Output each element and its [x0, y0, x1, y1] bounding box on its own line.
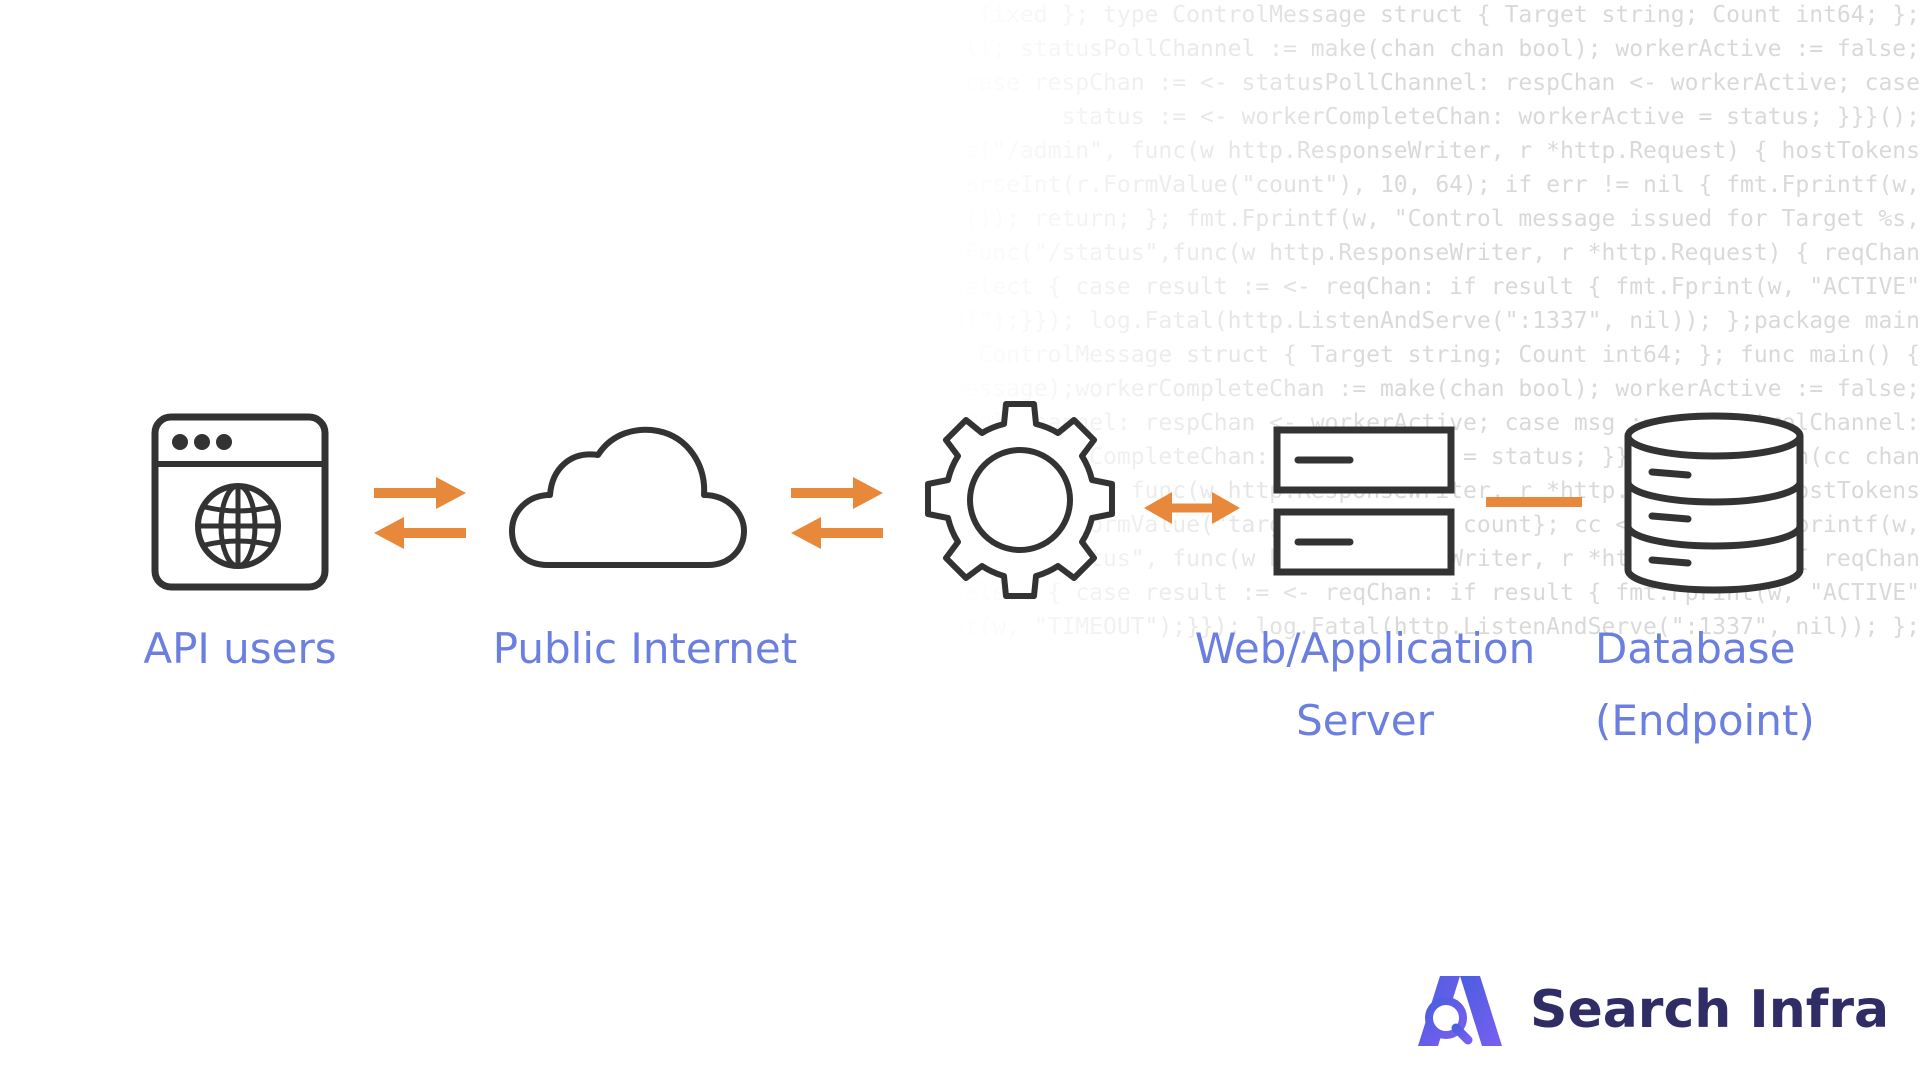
two-way-arrow-icon — [374, 477, 466, 549]
cloud-icon — [509, 426, 747, 568]
code-line: return; case <- timeout: fmt.Fprint(w, "… — [950, 308, 1920, 334]
code-line: err.Error()); return; }; fmt.Fprintf(w, … — [950, 206, 1920, 232]
code-line: count, err := strconv.ParseInt(r.FormVal… — [950, 172, 1920, 198]
code-line: http.HandleFunc("/status",func(w http.Re… — [950, 240, 1920, 266]
node-label-public-internet: Public Internet — [492, 624, 798, 673]
server-icon — [1273, 426, 1455, 576]
double-arrow-icon — [1144, 492, 1240, 524]
connector-line — [1486, 497, 1582, 507]
node-label-web-app-server-line1: Web/Application — [1194, 624, 1536, 673]
code-line: timeout := time.After(time.Second); sele… — [950, 274, 1920, 300]
search-infra-logo-icon — [1418, 976, 1502, 1046]
code-line: } else { fmt.Fprint(w, "INACTIVE"); }; r… — [950, 614, 1920, 640]
code-line: http.HandleFunc("/admin", func(w http.Re… — [950, 138, 1920, 164]
two-way-arrow-icon — [791, 477, 883, 549]
background-code: sendtype ... fixed }; type ControlMessag… — [950, 0, 1920, 720]
gear-icon — [925, 401, 1115, 599]
code-line: controlChannel := make(chan ControlMessa… — [950, 376, 1920, 402]
brand: Search Infra — [1412, 965, 1889, 1055]
node-label-database-line1: Database — [1595, 624, 1796, 673]
browser-globe-icon — [151, 413, 329, 591]
node-label-web-app-server-line2: Server — [1296, 696, 1434, 745]
code-line: make(chan bool); statusPollChannel := ma… — [950, 36, 1920, 62]
code-line: import ( "fmt"; "html"; "log"; "net/http… — [950, 342, 1920, 368]
code-line: status := <- workerCompleteChan: workerA… — [1061, 104, 1920, 130]
node-label-api-users: API users — [143, 624, 337, 673]
brand-name: Search Infra — [1530, 980, 1890, 1040]
node-label-database-line2: (Endpoint) — [1595, 696, 1815, 745]
database-icon — [1624, 412, 1804, 594]
code-line: select { case respChan := <- statusPollC… — [950, 70, 1920, 96]
code-line: sendtype ... fixed }; type ControlMessag… — [950, 2, 1920, 28]
